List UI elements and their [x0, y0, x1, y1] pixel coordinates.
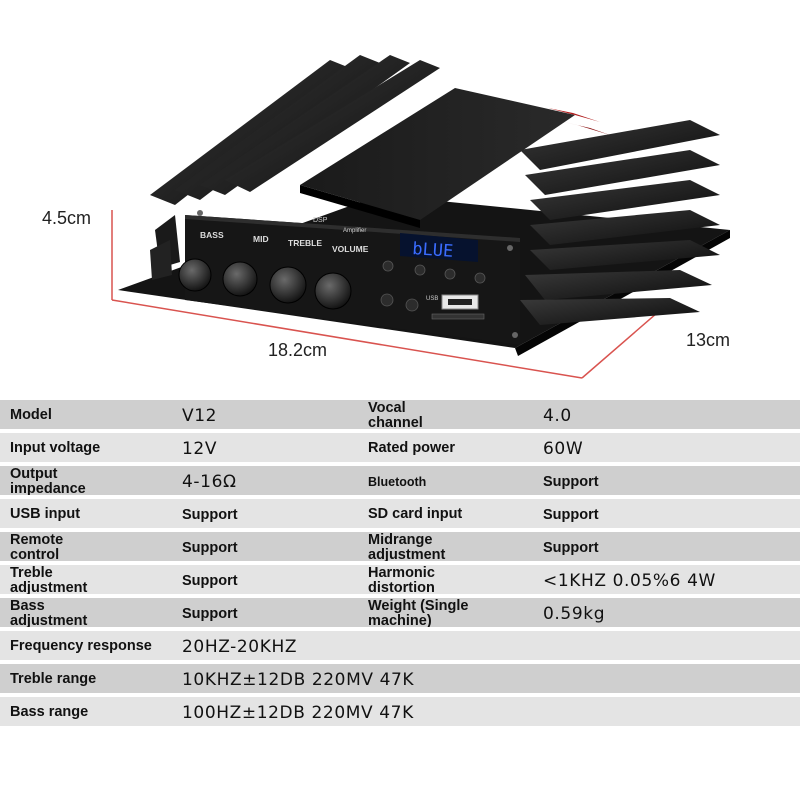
spec-value: 4.0	[543, 405, 572, 426]
spec-label: Vocal channel	[368, 399, 423, 431]
table-row: Bass adjustment Support Weight (Single m…	[0, 598, 800, 629]
width-dimension-line	[111, 299, 583, 379]
table-row: Input voltage 12V Rated power 60W	[0, 433, 800, 464]
spec-label: Harmonic distortion	[368, 564, 435, 596]
top-plate	[300, 88, 575, 220]
volume-knob	[314, 272, 352, 310]
spec-label: Model	[10, 407, 52, 423]
spec-label: Rated power	[368, 440, 456, 456]
screw-3	[512, 332, 518, 338]
table-row: Model V12 Vocal channel 4.0	[0, 400, 800, 431]
dsp-label: DSP	[313, 217, 328, 224]
display-text: bLUE	[412, 239, 454, 262]
spec-label: Remote control	[10, 531, 64, 563]
spec-label: Treble range	[10, 671, 97, 687]
spec-label: Bluetooth	[368, 474, 427, 489]
power-jack	[405, 298, 419, 312]
screw-1	[197, 210, 203, 216]
spec-value: Support	[182, 506, 238, 523]
knob-label-treble: TREBLE	[288, 238, 322, 248]
spec-label: Output impedance	[10, 465, 86, 497]
spec-label: Bass adjustment	[10, 597, 88, 629]
spec-label: Bass range	[10, 704, 89, 720]
spec-value: 100HZ±12DB 220MV 47K	[182, 702, 414, 723]
table-row: Bass range 100HZ±12DB 220MV 47K	[0, 697, 800, 728]
spec-label: SD card input	[368, 506, 463, 522]
sd-slot	[431, 313, 485, 320]
knob-label-volume: VOLUME	[332, 244, 369, 254]
spec-value: Support	[543, 506, 599, 523]
table-row: USB input Support SD card input Support	[0, 499, 800, 530]
spec-value: Support	[543, 539, 599, 556]
spec-value: 0.59kg	[543, 603, 606, 624]
table-row: Treble range 10KHZ±12DB 220MV 47K	[0, 664, 800, 695]
height-dimension-label: 4.5cm	[42, 208, 92, 228]
button-4	[474, 272, 486, 284]
spec-value: Support	[182, 572, 238, 589]
spec-label: Midrange adjustment	[368, 531, 446, 563]
spec-label: Frequency response	[10, 638, 152, 654]
spec-value: 10KHZ±12DB 220MV 47K	[182, 669, 415, 690]
spec-label: Weight (Single machine)	[368, 597, 469, 629]
spec-value: Support	[182, 605, 238, 622]
product-image: bLUE BASS MID TREBLE VOLUME USB	[0, 0, 800, 395]
spec-label: USB input	[10, 506, 81, 522]
knob-label-mid: MID	[253, 234, 269, 244]
table-row: Treble adjustment Support Harmonic disto…	[0, 565, 800, 596]
usb-label: USB	[426, 296, 438, 302]
button-1	[382, 260, 394, 272]
table-row: Frequency response 20HZ-20KHZ	[0, 631, 800, 662]
led-display	[400, 233, 478, 262]
spec-value: Support	[182, 539, 238, 556]
table-row: Remote control Support Midrange adjustme…	[0, 532, 800, 563]
panel-buttons	[380, 260, 486, 312]
bass-knob	[178, 258, 212, 292]
spec-value: 4-16Ω	[182, 471, 237, 492]
mid-knob	[222, 261, 258, 297]
amplifier-illustration: bLUE BASS MID TREBLE VOLUME USB	[111, 55, 730, 379]
depth-dimension-label: 13cm	[686, 330, 731, 350]
treble-knob	[269, 266, 307, 304]
cooling-fins	[150, 55, 720, 325]
spec-value: 12V	[182, 438, 218, 459]
width-dimension-label: 18.2cm	[268, 340, 328, 360]
knob-label-bass: BASS	[200, 230, 224, 240]
spec-value: 20HZ-20KHZ	[182, 636, 298, 657]
spec-label: Treble adjustment	[10, 564, 88, 596]
spec-label: Input voltage	[10, 440, 101, 456]
amplifier-label: Amplifier	[343, 228, 366, 234]
table-row: Output impedance 4-16Ω Bluetooth Support	[0, 466, 800, 497]
spec-value: <1KHZ 0.05%6 4W	[543, 570, 716, 591]
aux-jack	[380, 293, 394, 307]
spec-value: V12	[182, 405, 218, 426]
screw-2	[507, 245, 513, 251]
button-3	[444, 268, 456, 280]
button-2	[414, 264, 426, 276]
spec-value: 60W	[543, 438, 584, 459]
knobs	[178, 258, 352, 310]
spec-value: Support	[543, 473, 599, 490]
